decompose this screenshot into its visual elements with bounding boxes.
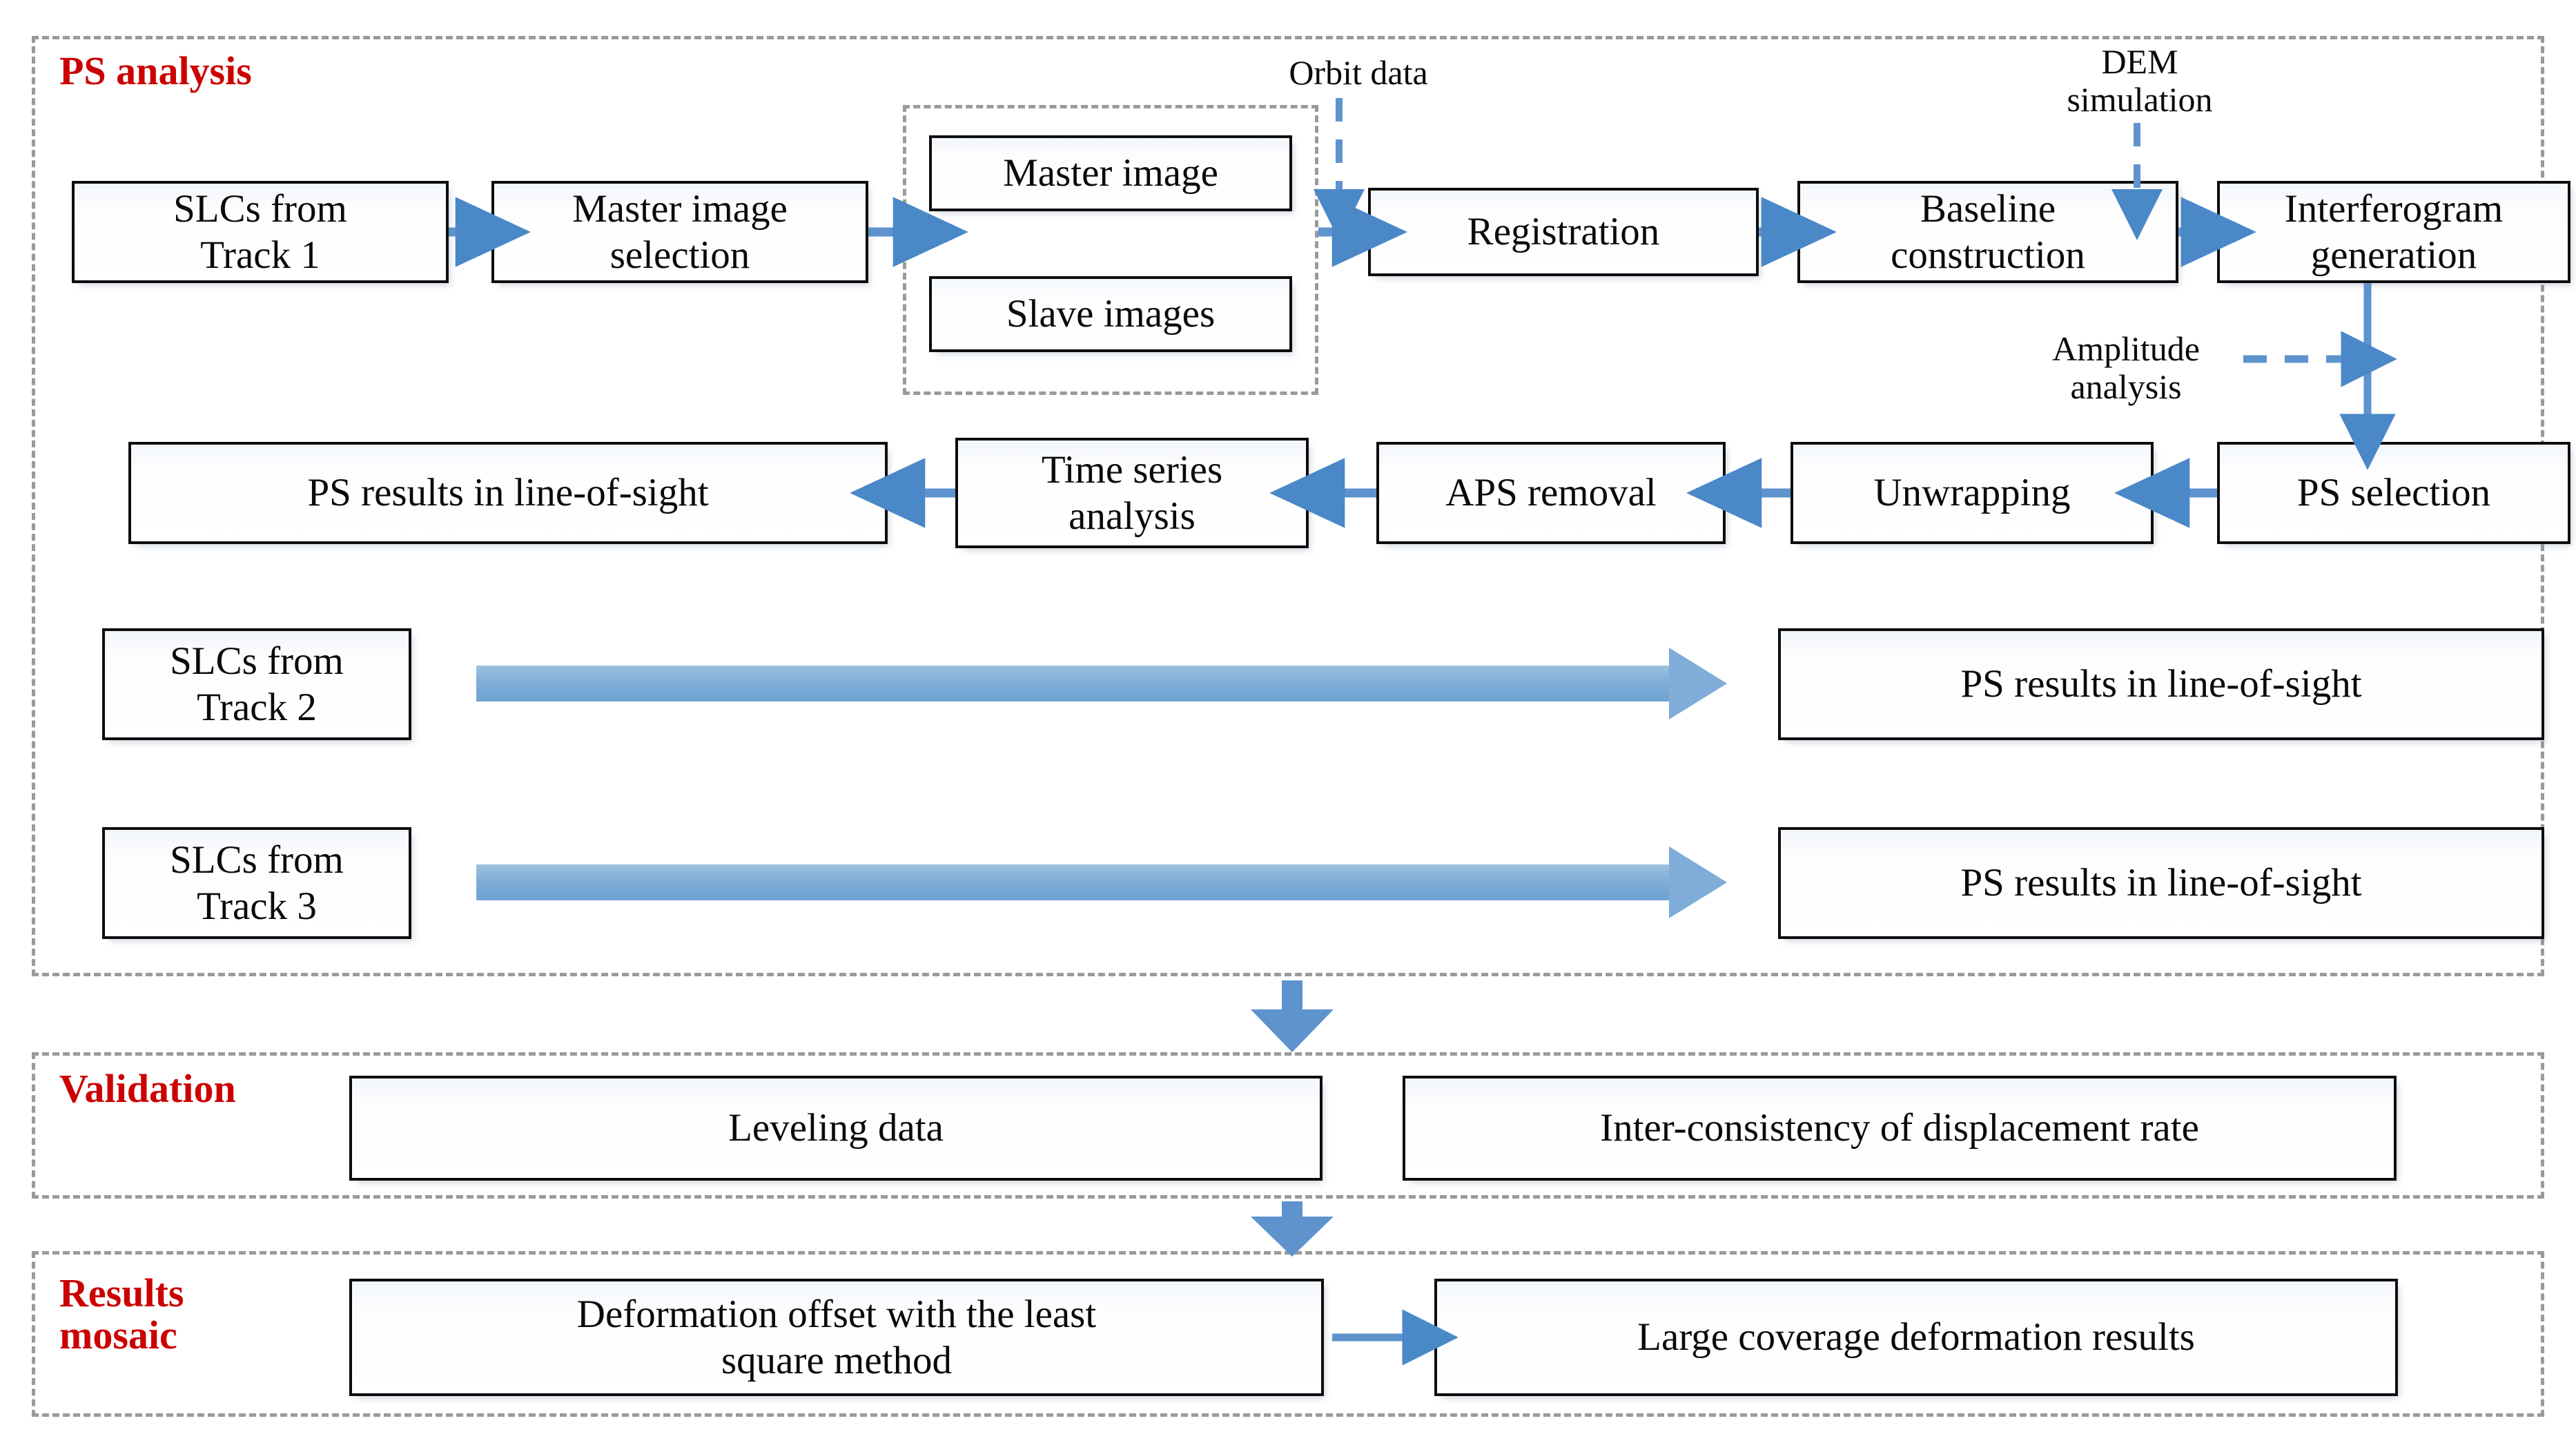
box-inter-consistency[interactable]: Inter-consistency of displacement rate [1403,1076,2397,1181]
box-deformation-offset[interactable]: Deformation offset with the least square… [349,1279,1324,1396]
section-title-results-mosaic: Results mosaic [59,1270,184,1358]
section-validation [32,1052,2544,1199]
label-orbit-data: Orbit data [1289,53,1428,92]
box-aps-removal[interactable]: APS removal [1376,442,1726,544]
box-leveling-data[interactable]: Leveling data [349,1076,1323,1181]
block-arrow-track-2 [476,648,1727,719]
ps-analysis-to-validation-arrow [1251,980,1334,1052]
box-unwrapping[interactable]: Unwrapping [1790,442,2154,544]
box-slcs-track-1[interactable]: SLCs from Track 1 [72,181,449,283]
box-ps-results-los-2[interactable]: PS results in line-of-sight [1778,628,2544,740]
box-master-image-selection[interactable]: Master image selection [491,181,868,283]
box-slcs-track-2[interactable]: SLCs from Track 2 [102,628,411,740]
label-amplitude-analysis: Amplitude analysis [2052,329,2200,406]
box-interferogram-generation[interactable]: Interferogram generation [2217,181,2570,283]
box-ps-results-los-1[interactable]: PS results in line-of-sight [128,442,888,544]
box-master-image[interactable]: Master image [929,135,1292,211]
section-title-ps-analysis: PS analysis [59,48,252,93]
box-baseline-construction[interactable]: Baseline construction [1797,181,2178,283]
box-time-series-analysis[interactable]: Time series analysis [955,438,1309,548]
box-slcs-track-3[interactable]: SLCs from Track 3 [102,827,411,939]
box-slave-images[interactable]: Slave images [929,276,1292,352]
label-dem-simulation: DEM simulation [2067,42,2213,119]
validation-to-results-mosaic-arrow [1251,1201,1334,1257]
section-title-validation: Validation [59,1066,236,1111]
block-arrow-track-3 [476,846,1727,918]
box-large-coverage-results[interactable]: Large coverage deformation results [1434,1279,2398,1396]
box-ps-selection[interactable]: PS selection [2217,442,2570,544]
box-ps-results-los-3[interactable]: PS results in line-of-sight [1778,827,2544,939]
box-registration[interactable]: Registration [1368,188,1759,276]
